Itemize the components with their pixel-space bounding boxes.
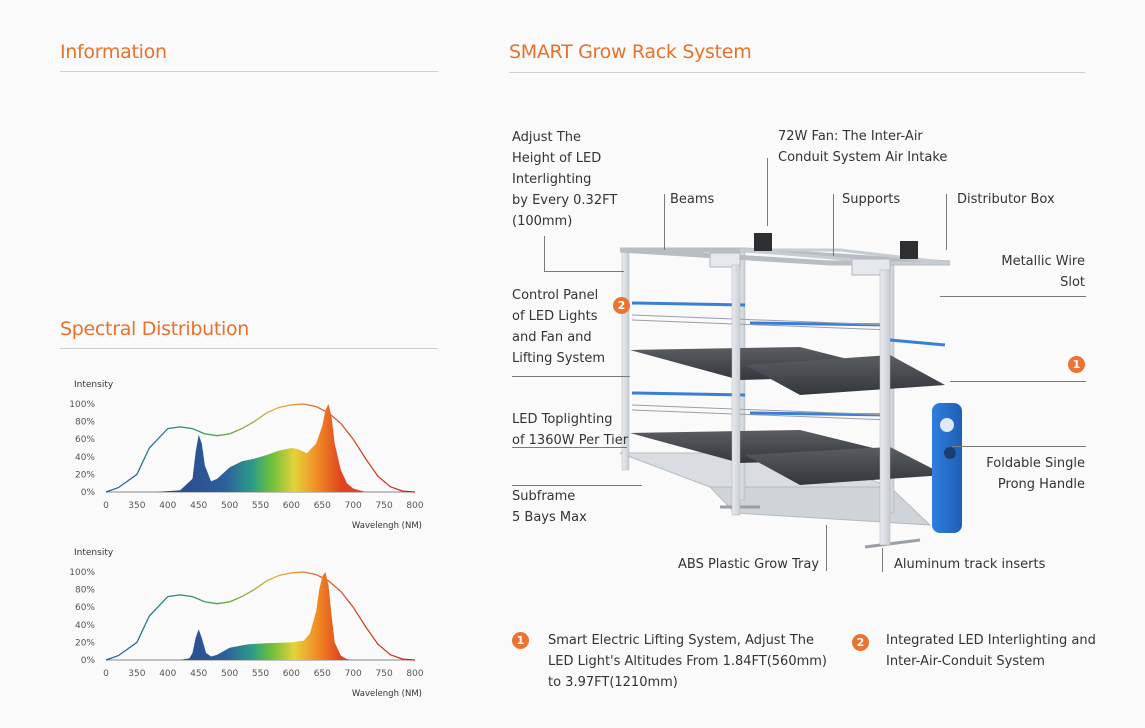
system-divider: [509, 72, 1085, 73]
spectrum-chart-1: Intensity 0% 20% 40% 60% 80% 100% 0 350 400 450 500…: [69, 380, 424, 531]
x-tick-label: 400: [159, 501, 176, 511]
feature-1-badge: 1: [512, 632, 529, 649]
grow-rack-illustration: [619, 233, 962, 549]
callout-led-toplighting: LED Toplighting of 1360W Per Tier: [512, 412, 629, 448]
chart-ylabel: Intensity: [74, 380, 114, 390]
badge-2-marker: 2: [613, 297, 630, 314]
callout-supports: Supports: [842, 192, 901, 207]
x-tick-label: 450: [190, 669, 207, 679]
x-tick-label: 550: [252, 669, 269, 679]
leader-control-panel: [512, 376, 630, 377]
system-heading: SMART Grow Rack System: [509, 41, 752, 63]
y-tick-label: 40%: [75, 453, 95, 463]
leader-lifting: [950, 381, 1086, 382]
x-tick-label: 350: [128, 669, 145, 679]
x-tick-label: 400: [159, 669, 176, 679]
y-tick-label: 20%: [75, 470, 95, 480]
x-tick-label: 650: [314, 501, 331, 511]
callout-subframe: Subframe 5 Bays Max: [512, 489, 587, 525]
series-outline: [105, 571, 416, 661]
series-spectrum-fill: [106, 404, 366, 492]
feature-2-text: Integrated LED Interlighting and Inter-A…: [886, 633, 1096, 669]
x-tick-label: 800: [406, 669, 423, 679]
x-tick-label: 500: [221, 669, 238, 679]
callout-foldable: Foldable Single Prong Handle: [986, 456, 1085, 492]
y-tick-label: 0%: [81, 488, 96, 498]
feature-1-text: Smart Electric Lifting System, Adjust Th…: [548, 633, 827, 690]
y-tick-label: 0%: [81, 656, 96, 666]
y-tick-label: 60%: [75, 603, 95, 613]
leader-distributor: [946, 194, 947, 250]
feature-2-badge: 2: [852, 634, 869, 651]
x-tick-label: 750: [376, 669, 393, 679]
callout-beams: Beams: [670, 192, 715, 207]
callout-distributor: Distributor Box: [957, 192, 1055, 207]
leader-metallic-wire: [940, 296, 1086, 297]
leader-aluminum: [882, 548, 883, 572]
callout-fan: 72W Fan: The Inter-Air Conduit System Ai…: [778, 129, 948, 165]
x-tick-label: 700: [345, 669, 362, 679]
x-tick-label: 800: [406, 501, 423, 511]
spectral-divider: [60, 348, 438, 349]
information-divider: [60, 71, 438, 72]
leader-subframe: [512, 485, 642, 486]
y-tick-label: 100%: [69, 568, 95, 578]
y-tick-label: 100%: [69, 400, 95, 410]
chart-xlabel: Wavelengh (NM): [352, 689, 422, 699]
series-outline: [105, 403, 416, 493]
x-tick-label: 750: [376, 501, 393, 511]
callout-control-panel: Control Panel of LED Lights and Fan and …: [512, 288, 606, 366]
y-tick-label: 80%: [75, 586, 95, 596]
series-spectrum-fill: [106, 572, 354, 660]
callout-metallic-wire: Metallic Wire Slot: [1001, 254, 1085, 290]
leader-toplighting: [512, 447, 627, 448]
spectrum-chart-2: Intensity 0% 20% 40% 60% 80% 100% 0 350 400 450 500…: [69, 548, 424, 699]
x-tick-label: 550: [252, 501, 269, 511]
leader-foldable: [952, 446, 1086, 447]
information-heading: Information: [60, 41, 167, 63]
y-tick-label: 20%: [75, 638, 95, 648]
y-tick-label: 40%: [75, 621, 95, 631]
leader-fan: [767, 158, 768, 226]
spectral-heading: Spectral Distribution: [60, 318, 250, 340]
badge-1-marker: 1: [1068, 356, 1085, 373]
leader-adjust-height-h: [544, 271, 624, 272]
x-tick-label: 700: [345, 501, 362, 511]
leader-adjust-height-v: [544, 236, 545, 272]
chart-ylabel: Intensity: [74, 548, 114, 558]
y-tick-label: 80%: [75, 418, 95, 428]
x-tick-label: 0: [103, 669, 109, 679]
callout-aluminum: Aluminum track inserts: [894, 557, 1046, 572]
x-tick-label: 0: [103, 501, 109, 511]
x-tick-label: 350: [128, 501, 145, 511]
leader-supports: [833, 194, 834, 256]
x-tick-label: 500: [221, 501, 238, 511]
x-tick-label: 600: [283, 501, 300, 511]
x-tick-label: 650: [314, 669, 331, 679]
leader-beams: [664, 194, 665, 250]
callout-abs-tray: ABS Plastic Grow Tray: [678, 557, 820, 572]
callout-adjust-height: Adjust The Height of LED Interlighting b…: [512, 130, 618, 229]
x-tick-label: 600: [283, 669, 300, 679]
chart-xlabel: Wavelengh (NM): [352, 521, 422, 531]
leader-abs-tray: [826, 525, 827, 571]
x-tick-label: 450: [190, 501, 207, 511]
y-tick-label: 60%: [75, 435, 95, 445]
